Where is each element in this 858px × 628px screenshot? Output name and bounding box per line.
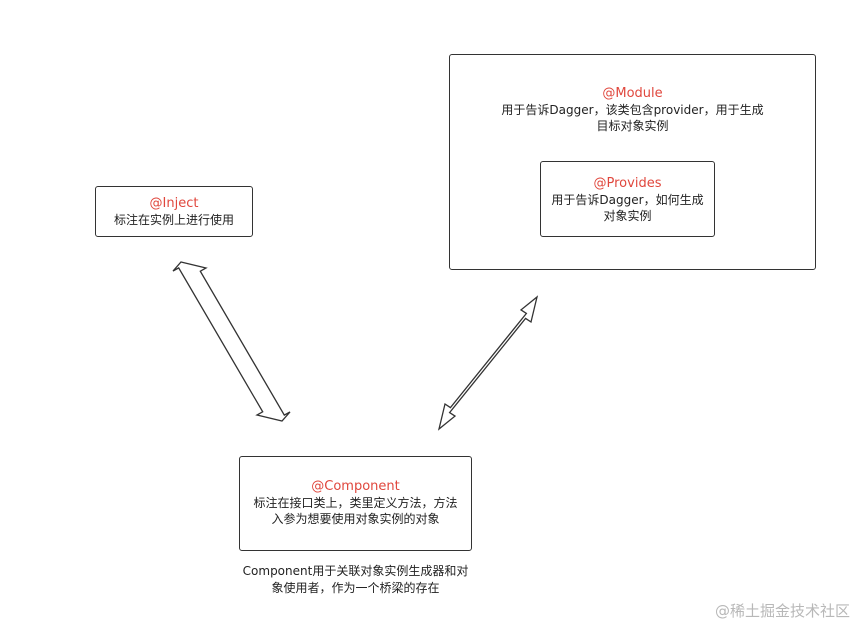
component-title: @Component xyxy=(311,479,400,494)
inject-title: @Inject xyxy=(149,196,199,211)
component-module-double-arrow xyxy=(437,295,539,431)
provides-box: @Provides 用于告诉Dagger，如何生成对象实例 xyxy=(540,161,715,237)
inject-component-double-arrow xyxy=(172,261,291,422)
inject-description: 标注在实例上进行使用 xyxy=(113,213,234,227)
component-note: Component用于关联对象实例生成器和对象使用者，作为一个桥梁的存在 xyxy=(242,564,469,595)
component-box: @Component 标注在接口类上，类里定义方法，方法入参为想要使用对象实例的… xyxy=(239,456,472,551)
provides-description: 用于告诉Dagger，如何生成对象实例 xyxy=(551,193,704,223)
module-title: @Module xyxy=(602,86,663,101)
provides-title: @Provides xyxy=(593,176,662,191)
module-description: 用于告诉Dagger，该类包含provider，用于生成目标对象实例 xyxy=(501,103,764,133)
watermark: @稀土掘金技术社区 xyxy=(714,602,850,620)
inject-box: @Inject 标注在实例上进行使用 xyxy=(95,186,253,237)
component-description: 标注在接口类上，类里定义方法，方法入参为想要使用对象实例的对象 xyxy=(253,496,458,526)
